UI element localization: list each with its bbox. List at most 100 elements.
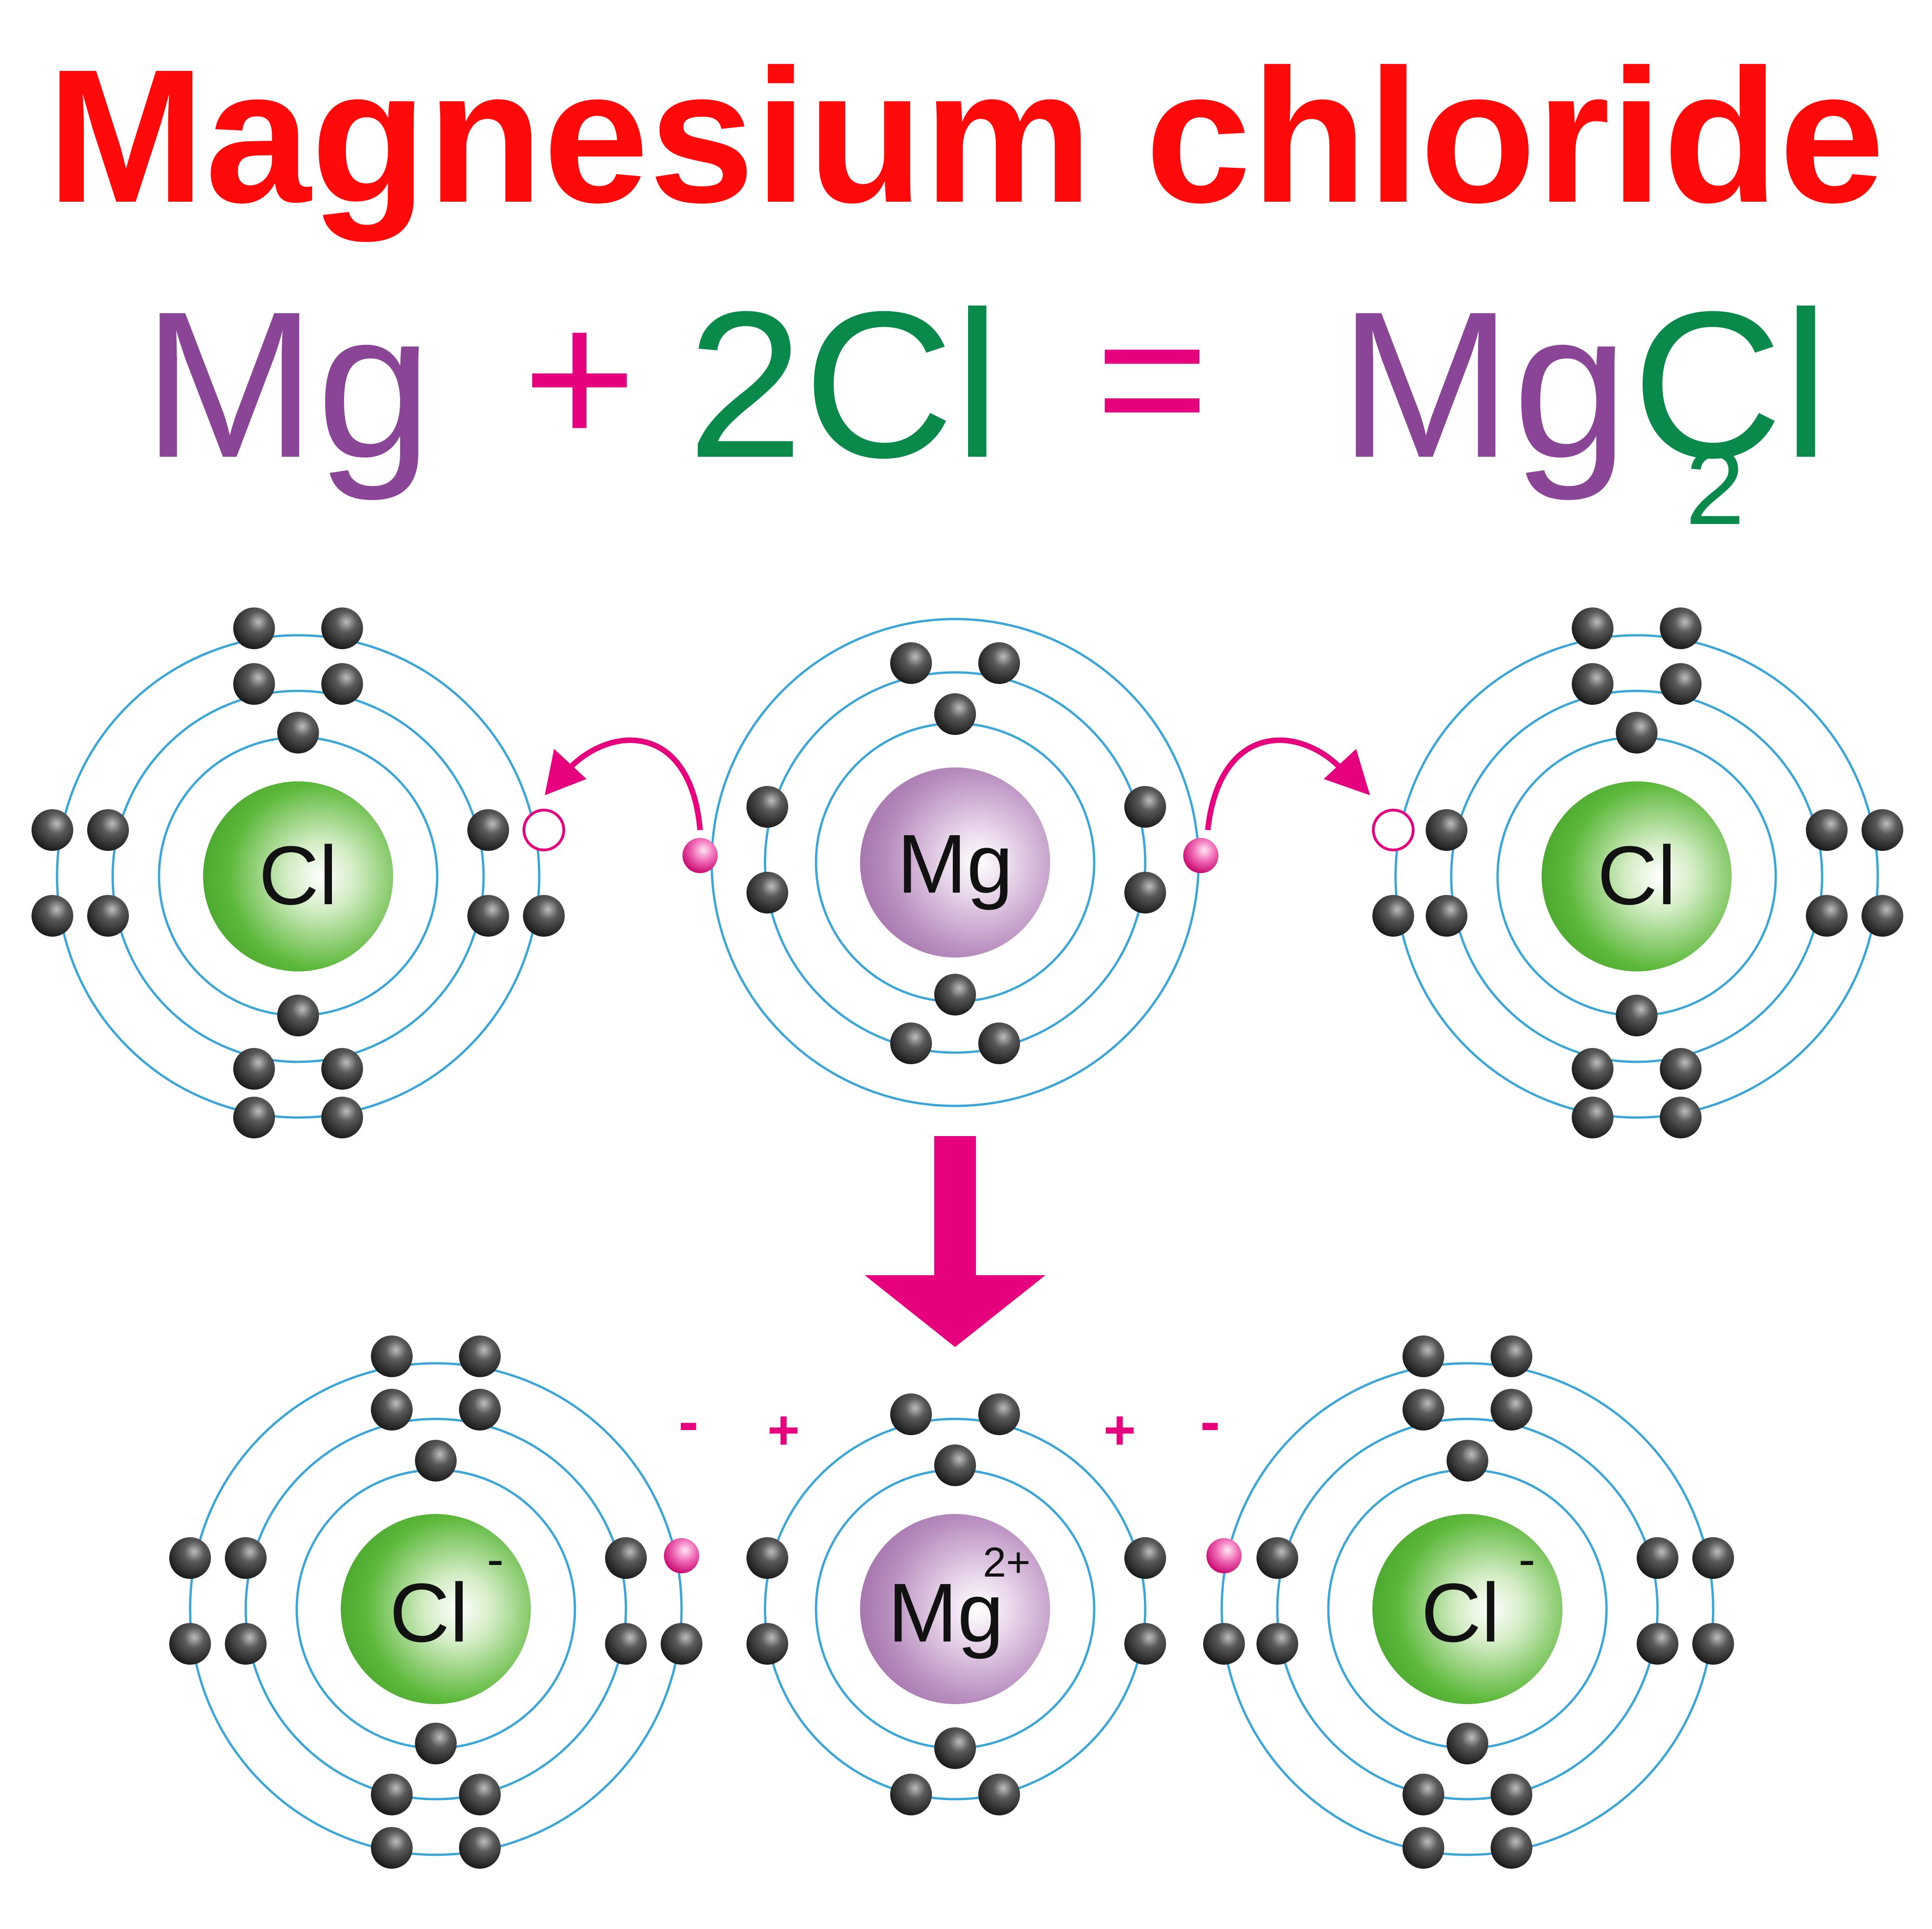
electron <box>746 1537 788 1579</box>
electrons <box>32 607 565 1138</box>
charge-sign-plus: + <box>1103 1399 1136 1461</box>
electron <box>371 1774 413 1815</box>
cl-ion-right: Cl - <box>1203 1335 1734 1869</box>
electron <box>1256 1623 1298 1665</box>
electron <box>1403 1335 1444 1377</box>
electron <box>1660 663 1702 705</box>
electron <box>321 1097 363 1138</box>
electron <box>934 1444 976 1486</box>
ion-charge: - <box>487 1531 504 1588</box>
orbit-shell-2 <box>1276 1418 1659 1801</box>
cl-nucleus <box>203 781 393 971</box>
electron <box>978 642 1020 684</box>
page-title: Magnesium chloride <box>47 30 1885 243</box>
orbit-shell-3 <box>1220 1362 1715 1856</box>
orbit-shell-2 <box>111 690 485 1063</box>
electron <box>978 1774 1020 1815</box>
cl-atom-left: Cl <box>32 607 565 1138</box>
electron <box>934 693 976 735</box>
gained-electron <box>1206 1538 1242 1573</box>
electron <box>523 895 565 937</box>
electron <box>1572 663 1613 705</box>
electron <box>1491 1389 1532 1431</box>
cl-atom-right: Cl <box>1372 607 1903 1138</box>
electron <box>1572 607 1613 649</box>
electron <box>1637 1537 1678 1579</box>
orbit-shell-2 <box>1450 690 1824 1063</box>
electron <box>321 663 363 705</box>
electrons <box>169 1335 702 1869</box>
electron <box>1616 712 1658 754</box>
charge-sign-minus: - <box>1200 1387 1220 1455</box>
electron <box>169 1623 211 1665</box>
reaction-arrow-down <box>865 1136 1046 1347</box>
electron <box>1403 1389 1444 1431</box>
electron <box>605 1623 647 1665</box>
electron <box>459 1774 501 1815</box>
electron <box>32 809 73 851</box>
electron <box>169 1537 211 1579</box>
electron <box>1806 895 1848 937</box>
orbit-shell-2 <box>764 1418 1147 1801</box>
orbit-shell-3 <box>1394 634 1879 1119</box>
nucleus-label: Cl <box>1597 829 1676 922</box>
orbit-shell-3 <box>56 634 541 1119</box>
equation-mg: Mg <box>142 268 432 502</box>
electron <box>1491 1335 1532 1377</box>
electron <box>746 786 788 828</box>
electron <box>1256 1537 1298 1579</box>
transferring-electron-right <box>1183 838 1218 873</box>
ion-charge: 2+ <box>983 1539 1031 1586</box>
electron <box>467 895 509 937</box>
electron <box>1447 1723 1488 1764</box>
electron <box>1491 1827 1532 1869</box>
cl-nucleus <box>1542 781 1732 971</box>
electron <box>1572 1048 1613 1090</box>
electron <box>1426 809 1467 851</box>
equation-product-mg: Mg <box>1339 268 1628 502</box>
electron <box>321 607 363 649</box>
electron <box>1616 995 1658 1036</box>
electron <box>661 1623 702 1665</box>
electron <box>1124 1623 1166 1665</box>
electron <box>1806 809 1848 851</box>
electron <box>746 872 788 913</box>
electron <box>371 1335 413 1377</box>
electron <box>1124 786 1166 828</box>
electron <box>1692 1623 1734 1665</box>
gained-electron <box>664 1538 699 1573</box>
charge-sign-plus: + <box>767 1399 800 1461</box>
equation-subscript: 2 <box>1685 428 1745 547</box>
electron <box>277 995 319 1036</box>
electron <box>371 1827 413 1869</box>
electron <box>1426 895 1467 937</box>
electron <box>415 1440 457 1482</box>
orbit-shell-2 <box>244 1418 627 1801</box>
electron <box>321 1048 363 1090</box>
transfer-arrow-left <box>545 737 703 830</box>
electrons <box>1203 1335 1734 1869</box>
ion-charge: - <box>1518 1531 1536 1588</box>
electron <box>225 1537 267 1579</box>
electron <box>890 1774 932 1815</box>
electron-vacancy <box>1372 809 1415 851</box>
electron <box>1403 1827 1444 1869</box>
transfer-arrow-right <box>1205 737 1370 830</box>
electron <box>87 895 129 937</box>
electrons <box>682 642 1218 1064</box>
equation-2cl: 2Cl <box>687 268 1000 501</box>
nucleus-label: Mg <box>897 818 1013 911</box>
mg-atom: Mg <box>682 618 1218 1107</box>
electron <box>1403 1774 1444 1815</box>
electron <box>1203 1623 1245 1665</box>
equation-equals: = <box>1095 269 1209 487</box>
electron <box>890 1393 932 1435</box>
mg-nucleus <box>860 1514 1050 1704</box>
electron <box>32 895 73 937</box>
electron-vacancy <box>523 809 565 851</box>
electron <box>233 607 275 649</box>
orbit-shell-3 <box>189 1362 683 1856</box>
electron <box>1572 1097 1613 1138</box>
electron <box>233 663 275 705</box>
